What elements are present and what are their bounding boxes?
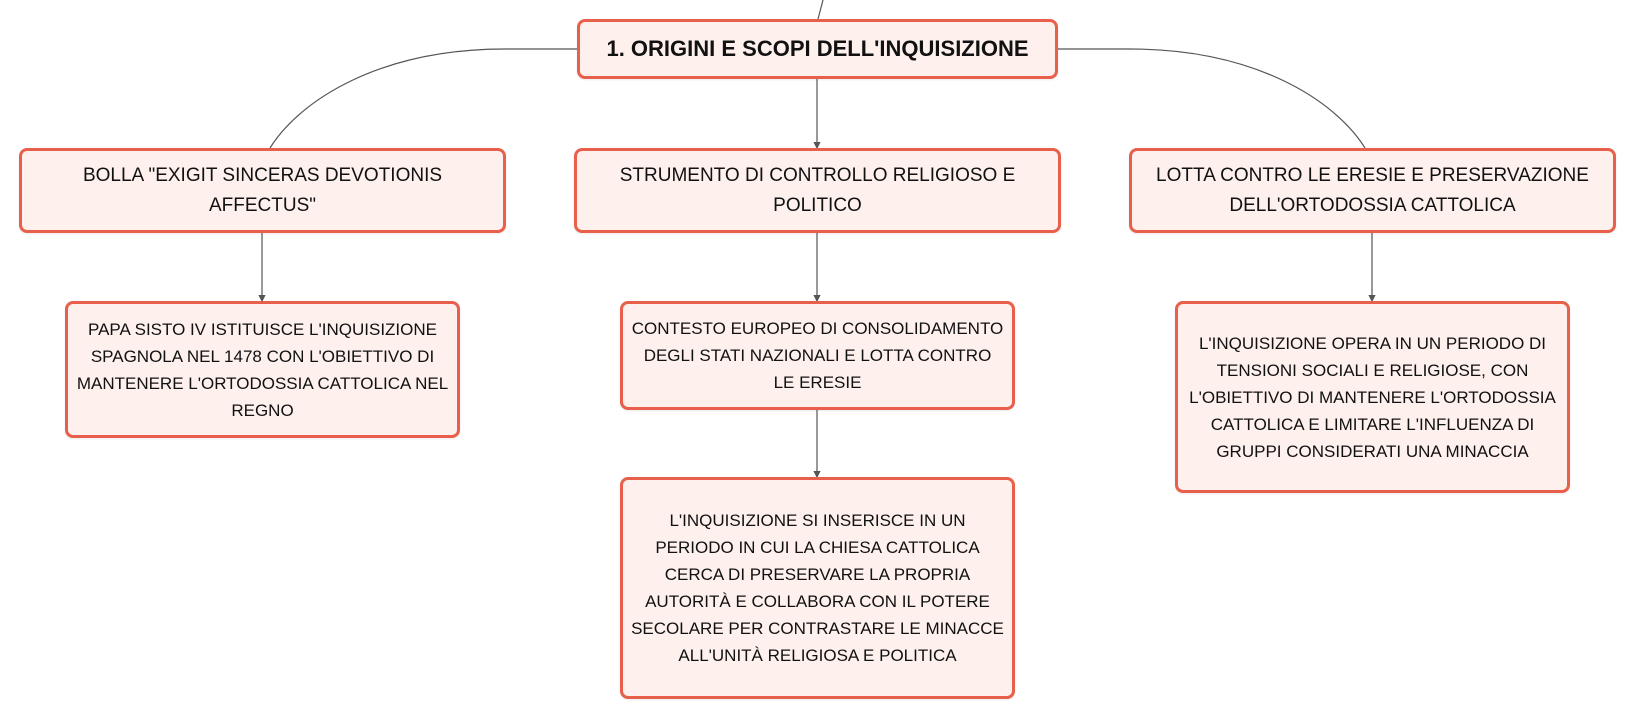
subtopic-label-contesto-europeo: CONTESTO EUROPEO DI CONSOLIDAMENTO DEGLI… [631,319,1004,392]
subtopic-node-papa-sisto[interactable]: PAPA SISTO IV ISTITUISCE L'INQUISIZIONE … [65,301,460,438]
subtopic-node-tensioni-sociali[interactable]: L'INQUISIZIONE OPERA IN UN PERIODO DI TE… [1175,301,1570,493]
branch-label-strumento: STRUMENTO DI CONTROLLO RELIGIOSO E POLIT… [619,164,1016,216]
connector-root-to-lotta [1058,48,1366,149]
root-topic-node[interactable]: 1. ORIGINI E SCOPI DELL'INQUISIZIONE [577,19,1058,79]
subtopic-label-papa-sisto: PAPA SISTO IV ISTITUISCE L'INQUISIZIONE … [76,319,449,420]
branch-node-strumento[interactable]: STRUMENTO DI CONTROLLO RELIGIOSO E POLIT… [574,148,1061,233]
subtopic-node-chiesa-cattolica[interactable]: L'INQUISIZIONE SI INSERISCE IN UN PERIOD… [620,477,1015,699]
branch-label-bolla: BOLLA "EXIGIT SINCERAS DEVOTIONIS AFFECT… [82,164,443,216]
branch-label-lotta: LOTTA CONTRO LE ERESIE E PRESERVAZIONE D… [1156,164,1589,216]
connector-root-to-bolla [269,48,577,149]
root-topic-label: 1. ORIGINI E SCOPI DELL'INQUISIZIONE [606,36,1029,61]
subtopic-label-tensioni-sociali: L'INQUISIZIONE OPERA IN UN PERIODO DI TE… [1189,333,1556,461]
branch-node-bolla[interactable]: BOLLA "EXIGIT SINCERAS DEVOTIONIS AFFECT… [19,148,506,233]
branch-node-lotta[interactable]: LOTTA CONTRO LE ERESIE E PRESERVAZIONE D… [1129,148,1616,233]
connector-parent-to-root [817,0,824,20]
subtopic-node-contesto-europeo[interactable]: CONTESTO EUROPEO DI CONSOLIDAMENTO DEGLI… [620,301,1015,410]
subtopic-label-chiesa-cattolica: L'INQUISIZIONE SI INSERISCE IN UN PERIOD… [631,511,1004,665]
